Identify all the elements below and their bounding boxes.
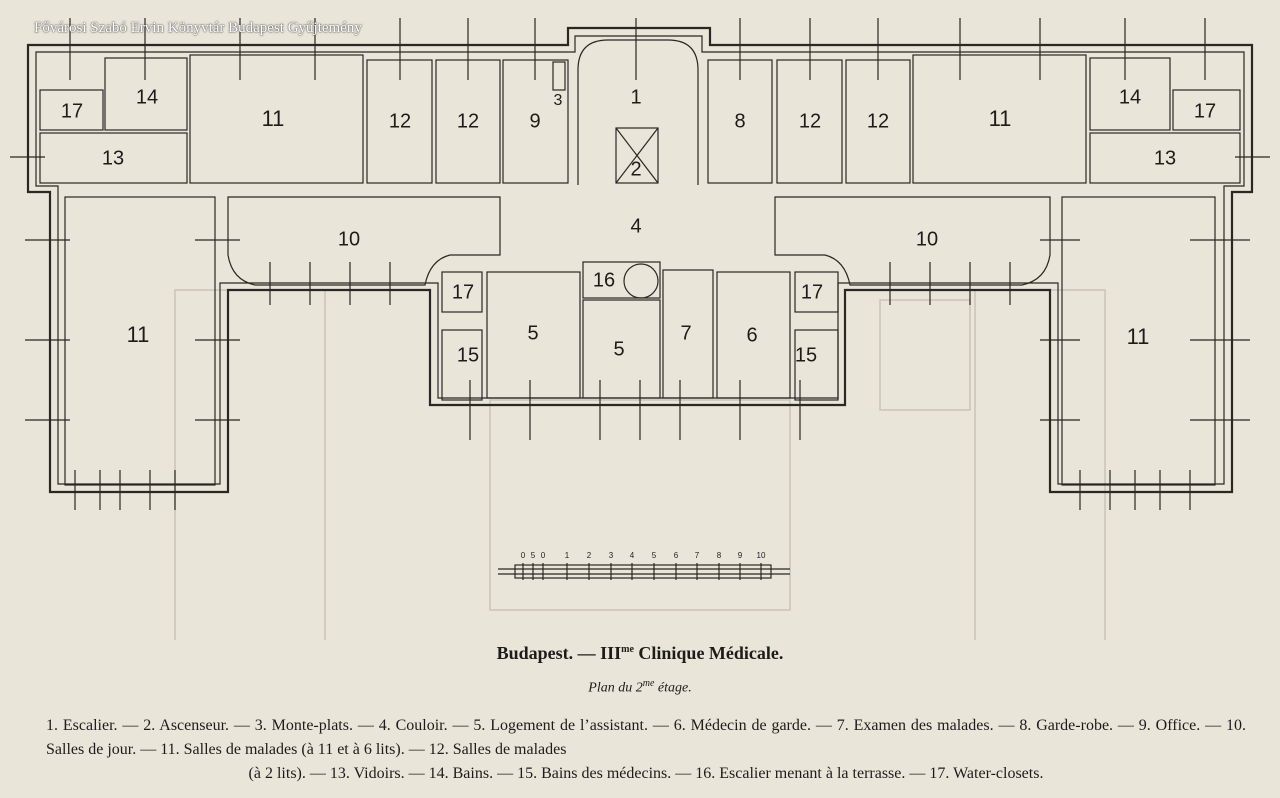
- scale-label: 7: [695, 551, 700, 560]
- scale-label: 4: [630, 551, 635, 560]
- room-4-label: 4: [630, 215, 641, 237]
- floor-plan: 17 14 13 11 12 12 9 3 1 2 8 12 12 11 14 …: [10, 18, 1270, 640]
- room-2-label: 2: [630, 158, 641, 180]
- title-text: Budapest. — III: [496, 643, 622, 663]
- scale-label: 10: [757, 551, 766, 560]
- room-17-label: 17: [452, 281, 474, 303]
- room-1-label: 1: [630, 86, 641, 108]
- room-17-label: 17: [1194, 100, 1216, 122]
- scale-label: 5: [531, 551, 536, 560]
- room-12-label: 12: [457, 110, 479, 132]
- scale-label: 8: [717, 551, 722, 560]
- room-13-label: 13: [1154, 147, 1176, 169]
- room-17-label: 17: [801, 281, 823, 303]
- subtitle-superscript: me: [642, 678, 655, 689]
- room-12-label: 12: [799, 110, 821, 132]
- library-watermark: Fővárosi Szabó Ervin Könyvtár Budapest G…: [34, 20, 362, 36]
- title-superscript: me: [621, 644, 634, 655]
- room-8-label: 8: [734, 110, 745, 132]
- figure-title: Budapest. — IIIme Clinique Médicale.: [0, 643, 1280, 664]
- room-5-label: 5: [527, 322, 538, 344]
- scale-label: 5: [652, 551, 657, 560]
- room-9-label: 9: [529, 110, 540, 132]
- room-15-label: 15: [795, 344, 817, 366]
- scale-label: 3: [609, 551, 614, 560]
- room-14-label: 14: [1119, 86, 1141, 108]
- room-7-label: 7: [680, 322, 691, 344]
- scale-label: 0: [521, 551, 526, 560]
- room-14-label: 14: [136, 86, 158, 108]
- room-13-label: 13: [102, 147, 124, 169]
- room-labels: 17 14 13 11 12 12 9 3 1 2 8 12 12 11 14 …: [61, 86, 1216, 366]
- room-12-label: 12: [867, 110, 889, 132]
- room-5-label: 5: [613, 338, 624, 360]
- room-11-label: 11: [989, 106, 1012, 131]
- room-6-label: 6: [746, 324, 757, 346]
- scale-label: 6: [674, 551, 679, 560]
- scale-label: 1: [565, 551, 570, 560]
- room-10-label: 10: [338, 228, 360, 250]
- bleed-through-plan: [174, 289, 1106, 640]
- title-text: Clinique Médicale.: [633, 643, 784, 663]
- room-3-label: 3: [554, 92, 563, 109]
- scale-label: 9: [738, 551, 743, 560]
- room-legend: 1. Escalier. — 2. Ascenseur. — 3. Monte-…: [46, 714, 1246, 786]
- room-10-label: 10: [916, 228, 938, 250]
- outer-walls: [26, 26, 1254, 494]
- room-11-label: 11: [1127, 324, 1150, 349]
- scale-label: 0: [541, 551, 546, 560]
- legend-line: 1. Escalier. — 2. Ascenseur. — 3. Monte-…: [46, 717, 933, 734]
- room-walls: [39, 39, 1241, 486]
- room-16-label: 16: [593, 269, 615, 291]
- window-marks: [10, 18, 1270, 510]
- legend-line: (à 2 lits). — 13. Vidoirs. — 14. Bains. …: [248, 765, 1044, 782]
- subtitle-text: Plan du 2: [588, 680, 643, 696]
- room-17-label: 17: [61, 100, 83, 122]
- room-15-label: 15: [457, 344, 479, 366]
- figure-subtitle: Plan du 2me étage.: [0, 678, 1280, 697]
- room-11-label: 11: [262, 106, 285, 131]
- subtitle-text: étage.: [654, 680, 692, 696]
- scale-label: 2: [587, 551, 592, 560]
- room-12-label: 12: [389, 110, 411, 132]
- room-11-label: 11: [127, 322, 150, 347]
- legend-line: malades. — 8. Garde-robe. — 9. Office. —…: [46, 717, 1247, 758]
